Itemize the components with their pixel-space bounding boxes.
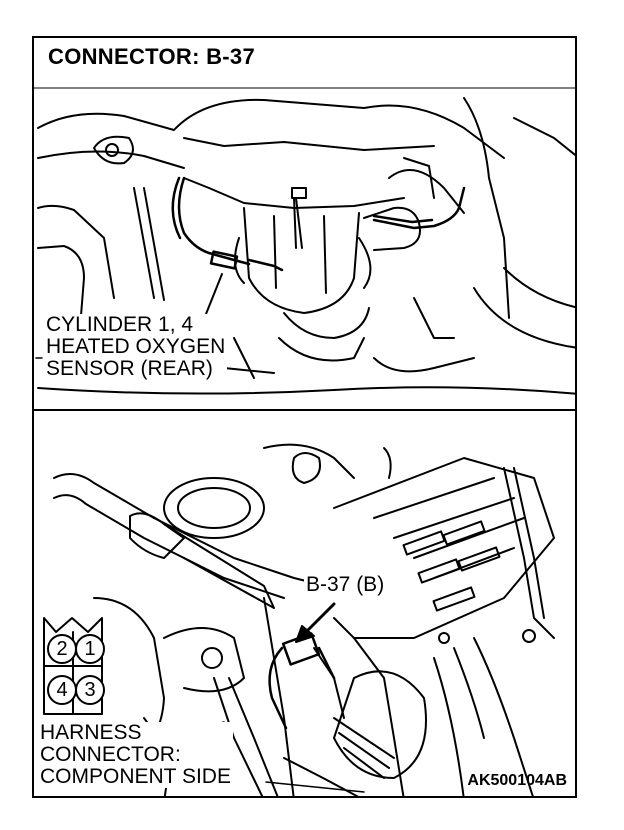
- connector-arrow-shaft: [302, 602, 336, 636]
- harness-label-line-2: CONNECTOR:: [40, 743, 181, 766]
- figure-code: AK500104AB: [467, 772, 567, 789]
- sensor-label-line-1: CYLINDER 1, 4: [46, 313, 194, 336]
- connector-outline: [43, 617, 103, 715]
- diagram-frame: CONNECTOR: B-37 CYLINDER 1, 4 HEATED OXY…: [32, 36, 577, 798]
- connector-pin-diagram: 2 1 4 3: [42, 612, 118, 710]
- sensor-label: CYLINDER 1, 4 HEATED OXYGEN SENSOR (REAR…: [44, 313, 228, 380]
- page-title: CONNECTOR: B-37: [44, 44, 260, 70]
- connector-callout: B-37 (B): [304, 573, 387, 596]
- pin-2: 2: [47, 634, 77, 664]
- pin-1: 1: [75, 634, 105, 664]
- oxygen-sensor-harness: [171, 176, 466, 272]
- b-37-connector-drawing: [268, 632, 336, 730]
- connector-arrow-head: [295, 625, 315, 643]
- harness-label-line-3: COMPONENT SIDE: [40, 765, 231, 788]
- sensor-label-line-3: SENSOR (REAR): [46, 357, 213, 380]
- engine-bay-drawing: [53, 443, 555, 796]
- harness-label: HARNESS CONNECTOR: COMPONENT SIDE: [38, 722, 233, 788]
- harness-label-line-1: HARNESS: [40, 721, 142, 744]
- pin-3: 3: [75, 675, 105, 705]
- sensor-label-line-2: HEATED OXYGEN: [46, 335, 226, 358]
- pin-4: 4: [47, 675, 77, 705]
